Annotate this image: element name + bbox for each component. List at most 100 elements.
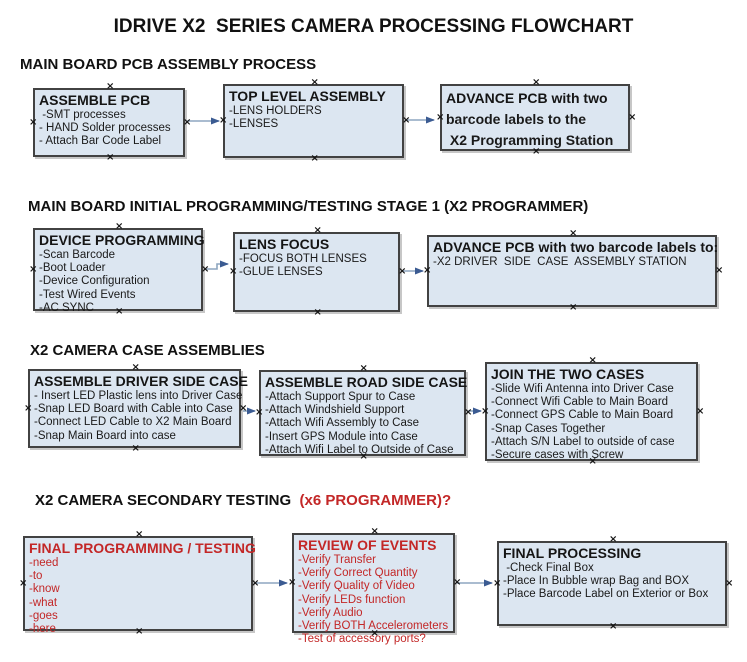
box-item: -Verify Quality of Video xyxy=(298,580,415,593)
connection-handle-icon: × xyxy=(423,265,432,276)
box-item: -Verify Correct Quantity xyxy=(298,567,418,580)
box-item: -X2 DRIVER SIDE CASE ASSEMBLY STATION xyxy=(433,256,687,268)
box-item: -SMT processes xyxy=(39,109,126,121)
box-item: -Boot Loader xyxy=(39,262,106,275)
connection-handle-icon: × xyxy=(532,77,541,88)
page-title: IDRIVE X2 SERIES CAMERA PROCESSING FLOWC… xyxy=(113,16,634,37)
box-item: -GLUE LENSES xyxy=(239,266,323,279)
box-title: FINAL PROGRAMMING / TESTING xyxy=(29,540,256,556)
box-item: -Attach S/N Label to outside of case xyxy=(491,435,675,448)
section-header-red-part: (x6 PROGRAMMER)? xyxy=(299,492,452,509)
box-item: -Test Wired Events xyxy=(39,288,136,301)
box-item: -LENSES xyxy=(229,118,279,131)
flow-box-lens-focus: LENS FOCUS -FOCUS BOTH LENSES -GLUE LENS… xyxy=(229,226,406,318)
flow-box-review-of-events: REVIEW OF EVENTS -Verify Transfer -Verif… xyxy=(288,527,461,646)
box-item: -Secure cases with Screw xyxy=(491,449,624,462)
box-item: - Insert LED Plastic lens into Driver Ca… xyxy=(34,390,243,402)
flow-box-advance-pcb-programming-station: ADVANCE PCB with two barcode labels to t… xyxy=(436,78,636,157)
connection-handle-icon: × xyxy=(131,362,140,373)
connection-handle-icon: × xyxy=(493,577,502,589)
connection-handle-icon: × xyxy=(609,534,618,545)
connection-handle-icon: × xyxy=(313,307,322,318)
connection-handle-icon: × xyxy=(609,621,618,632)
box-item: -Snap Cases Together xyxy=(491,422,606,435)
box-item: -Verify LEDs function xyxy=(298,593,406,606)
box-item: -Snap LED Board with Cable into Case xyxy=(34,403,233,416)
box-item: -Verify Transfer xyxy=(298,554,376,566)
connection-handle-icon: × xyxy=(219,115,228,126)
box-item: -Insert GPS Module into Case xyxy=(265,430,418,443)
flow-box-top-level-assembly: TOP LEVEL ASSEMBLY -LENS HOLDERS -LENSES… xyxy=(219,78,410,164)
connection-handle-icon: × xyxy=(29,116,38,128)
flow-box-device-programming: DEVICE PROGRAMMING -Scan Barcode -Boot L… xyxy=(29,222,209,317)
connection-handle-icon: × xyxy=(696,405,705,417)
connection-handle-icon: × xyxy=(251,577,260,589)
connection-handle-icon: × xyxy=(359,363,368,374)
box-item: -Connect GPS Cable to Main Board xyxy=(491,409,674,422)
connection-handle-icon: × xyxy=(19,577,28,589)
box-item: -Attach Wifi Assembly to Case xyxy=(265,417,420,430)
connection-handle-icon: × xyxy=(370,526,379,537)
flow-box-join-the-two-cases: JOIN THE TWO CASES -Slide Wifi Antenna i… xyxy=(481,356,704,467)
connection-handle-icon: × xyxy=(436,111,445,123)
connection-handle-icon: × xyxy=(569,228,578,239)
box-title: ADVANCE PCB with two xyxy=(446,90,608,106)
connection-handle-icon: × xyxy=(310,77,319,88)
box-item: barcode labels to the xyxy=(446,111,587,127)
box-item: - Attach Bar Code Label xyxy=(39,135,162,148)
connection-handle-icon: × xyxy=(239,402,248,414)
box-item: -need xyxy=(29,557,59,569)
connection-handle-icon: × xyxy=(628,111,637,123)
flow-box-assemble-road-side-case: ASSEMBLE ROAD SIDE CASE -Attach Support … xyxy=(255,364,472,462)
connection-handle-icon: × xyxy=(453,577,462,588)
box-title: ADVANCE PCB with two barcode labels to: xyxy=(433,239,719,255)
box-item: -Place In Bubble wrap Bag and BOX xyxy=(503,575,690,588)
connection-handle-icon: × xyxy=(588,355,597,366)
box-item: -AC SYNC xyxy=(39,301,94,314)
box-item: -Verify Audio xyxy=(298,606,363,619)
section-header-secondary-testing: X2 CAMERA SECONDARY TESTING (x6 PROGRAMM… xyxy=(35,492,451,509)
flow-box-final-programming-testing: FINAL PROGRAMMING / TESTING -need -to -k… xyxy=(19,530,259,637)
connection-handle-icon: × xyxy=(183,116,192,128)
box-item: -Scan Barcode xyxy=(39,249,116,261)
box-item: -Slide Wifi Antenna into Driver Case xyxy=(491,383,674,395)
connection-handle-icon: × xyxy=(201,263,210,275)
box-item: -LENS HOLDERS xyxy=(229,105,322,117)
box-item: -Check Final Box xyxy=(503,562,594,574)
box-title: ASSEMBLE PCB xyxy=(39,92,151,108)
connection-handle-icon: × xyxy=(135,529,144,540)
section-header-black-part: X2 CAMERA SECONDARY TESTING xyxy=(35,492,300,509)
box-item: - HAND Solder processes xyxy=(39,122,171,135)
connection-handle-icon: × xyxy=(569,302,578,313)
connection-handle-icon: × xyxy=(481,405,490,417)
box-title: JOIN THE TWO CASES xyxy=(491,366,645,382)
box-item: -Attach Support Spur to Case xyxy=(265,391,416,403)
connection-handle-icon: × xyxy=(106,152,115,163)
box-item: -Device Configuration xyxy=(39,275,150,288)
arrow xyxy=(205,260,229,270)
connection-handle-icon: × xyxy=(464,407,473,418)
box-item: -Attach Windshield Support xyxy=(265,404,405,417)
flow-box-final-processing: FINAL PROCESSING -Check Final Box -Place… xyxy=(493,535,733,632)
connection-handle-icon: × xyxy=(725,577,734,589)
box-item: -goes xyxy=(29,609,58,622)
connection-handle-icon: × xyxy=(131,443,140,454)
flow-box-advance-pcb-driver-side: ADVANCE PCB with two barcode labels to: … xyxy=(423,229,723,313)
connection-handle-icon: × xyxy=(29,263,38,275)
box-item: -to xyxy=(29,570,43,583)
box-title: REVIEW OF EVENTS xyxy=(298,537,437,553)
section-header-case-assemblies: X2 CAMERA CASE ASSEMBLIES xyxy=(30,342,265,359)
connection-handle-icon: × xyxy=(313,225,322,236)
box-item: -know xyxy=(29,583,60,596)
flow-box-assemble-driver-side-case: ASSEMBLE DRIVER SIDE CASE - Insert LED P… xyxy=(24,363,248,454)
connection-handle-icon: × xyxy=(24,402,33,414)
box-item: -what xyxy=(29,596,58,609)
box-item: -here xyxy=(29,623,56,636)
connection-handle-icon: × xyxy=(229,266,238,277)
box-item: -Verify BOTH Accelerometers xyxy=(298,620,449,633)
section-header-initial-programming: MAIN BOARD INITIAL PROGRAMMING/TESTING S… xyxy=(28,198,589,215)
box-title: DEVICE PROGRAMMING xyxy=(39,232,205,248)
box-item: -Place Barcode Label on Exterior or Box xyxy=(503,588,709,601)
box-title: LENS FOCUS xyxy=(239,236,330,252)
